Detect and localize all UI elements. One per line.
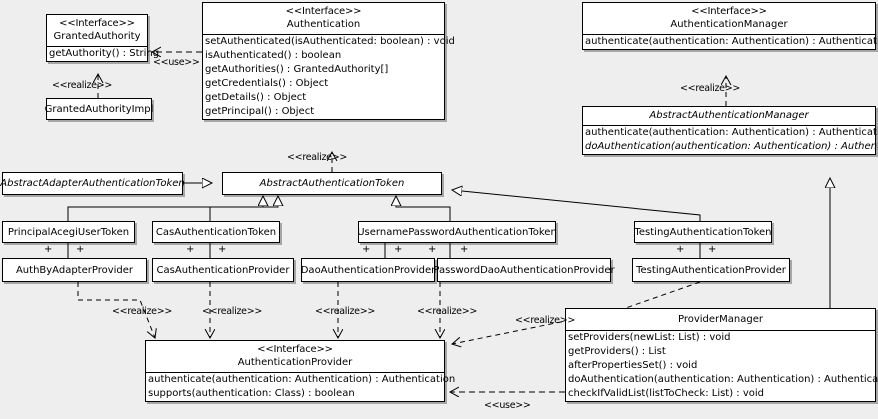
class-password-dao-authentication-provider[interactable]: PasswordDaoAuthenticationProvider: [433, 258, 615, 282]
operation: supports(authentication: Class) : boolea…: [148, 388, 355, 399]
operation: checkIfValidList(listToCheck: List) : vo…: [568, 388, 765, 399]
class-name: CasAuthenticationToken: [155, 226, 277, 238]
class-testing-authentication-provider[interactable]: TestingAuthenticationProvider: [632, 258, 790, 282]
class-principal-acegi-user-token[interactable]: PrincipalAcegiUserToken: [2, 221, 135, 243]
class-abstract-adapter-authentication-token[interactable]: AbstractAdapterAuthenticationToken: [0, 172, 185, 195]
edge-label-realize-authentication-token: <<realize>>: [287, 152, 348, 163]
class-abstract-authentication-manager[interactable]: AbstractAuthenticationManager authentica…: [582, 106, 878, 155]
authentication-provider-operations: authenticate(authentication: Authenticat…: [146, 372, 456, 401]
operation: getPrincipal() : Object: [205, 106, 315, 117]
operation: setProviders(newList: List) : void: [568, 332, 731, 343]
edge-label-use-granted-authority: <<use>>: [153, 57, 200, 68]
assoc-plus: +: [76, 244, 85, 255]
operation: authenticate(authentication: Authenticat…: [148, 374, 456, 385]
class-granted-authority[interactable]: <<Interface>> GrantedAuthority getAuthor…: [46, 14, 160, 62]
class-cas-authentication-token[interactable]: CasAuthenticationToken: [152, 221, 280, 243]
authentication-provider-header: <<Interface>> AuthenticationProvider: [146, 341, 444, 372]
class-name: ProviderManager: [677, 314, 763, 325]
granted-authority-header: <<Interface>> GrantedAuthority: [47, 15, 147, 46]
class-granted-authority-impl[interactable]: GrantedAuthorityImpl: [45, 98, 153, 120]
edge-label-realize-granted-authority-impl: <<realize>>: [52, 80, 113, 91]
operation: authenticate(authentication: Authenticat…: [585, 127, 878, 138]
edge-label-realize-abstract-auth-manager: <<realize>>: [680, 83, 741, 94]
operation: getDetails() : Object: [205, 92, 307, 103]
class-name: AbstractAdapterAuthenticationToken: [0, 178, 185, 189]
stereotype-interface: <<Interface>>: [285, 6, 362, 17]
authentication-manager-header: <<Interface>> AuthenticationManager: [583, 3, 875, 34]
edge-label-use-provider-manager: <<use>>: [484, 400, 531, 411]
edge-label-realize-dao-provider: <<realize>>: [315, 306, 376, 317]
class-name: GrantedAuthority: [53, 31, 141, 42]
assoc-plus: +: [394, 244, 403, 255]
provider-manager-operations: setProviders(newList: List) : void getPr…: [566, 330, 878, 401]
class-name: GrantedAuthorityImpl: [44, 103, 154, 115]
operation: authenticate(authentication: Authenticat…: [585, 36, 878, 47]
edge-label-realize-testing-provider: <<realize>>: [515, 315, 576, 326]
class-authentication-manager[interactable]: <<Interface>> AuthenticationManager auth…: [582, 2, 878, 50]
class-name: AbstractAuthenticationToken: [259, 178, 405, 189]
class-abstract-authentication-token[interactable]: AbstractAuthenticationToken: [222, 172, 442, 195]
assoc-plus: +: [44, 244, 53, 255]
operation-abstract: doAuthentication(authentication: Authent…: [585, 141, 878, 152]
class-name: TestingAuthenticationToken: [634, 226, 772, 238]
class-name: AuthenticationProvider: [237, 357, 353, 368]
edge-label-realize-password-dao-provider: <<realize>>: [417, 306, 478, 317]
operation: doAuthentication(authentication: Authent…: [568, 374, 878, 385]
edge-label-realize-auth-by-adapter: <<realize>>: [112, 306, 173, 317]
provider-manager-header: ProviderManager: [566, 309, 875, 330]
class-authentication[interactable]: <<Interface>> Authentication setAuthenti…: [202, 2, 455, 120]
operation: getAuthorities() : GrantedAuthority[]: [205, 64, 389, 75]
assoc-plus: +: [362, 244, 371, 255]
assoc-plus: +: [428, 244, 437, 255]
authentication-operations: setAuthenticated(isAuthenticated: boolea…: [203, 34, 455, 119]
class-name: TestingAuthenticationProvider: [636, 264, 786, 276]
class-provider-manager[interactable]: ProviderManager setProviders(newList: Li…: [565, 308, 878, 402]
operation: isAuthenticated() : boolean: [205, 50, 342, 61]
class-authentication-provider[interactable]: <<Interface>> AuthenticationProvider aut…: [145, 340, 456, 402]
class-name: AbstractAuthenticationManager: [649, 110, 809, 121]
stereotype-interface: <<Interface>>: [59, 18, 135, 29]
edge-label-realize-cas-provider: <<realize>>: [202, 306, 263, 317]
class-name: Authentication: [286, 19, 361, 30]
operation: afterPropertiesSet() : void: [568, 360, 698, 371]
class-dao-authentication-provider[interactable]: DaoAuthenticationProvider: [301, 258, 435, 282]
granted-authority-operations: getAuthority() : String: [47, 46, 160, 61]
operation: getAuthority() : String: [49, 48, 160, 59]
class-name: CasAuthenticationProvider: [156, 264, 290, 276]
class-name: PrincipalAcegiUserToken: [7, 226, 130, 238]
abstract-authentication-manager-header: AbstractAuthenticationManager: [583, 107, 875, 125]
authentication-manager-operations: authenticate(authentication: Authenticat…: [583, 34, 878, 49]
class-username-password-authentication-token[interactable]: UsernamePasswordAuthenticationToken: [357, 221, 557, 243]
operation: getCredentials() : Object: [205, 78, 329, 89]
assoc-plus: +: [676, 244, 685, 255]
class-name: AuthenticationManager: [670, 19, 788, 30]
class-name: AuthByAdapterProvider: [15, 264, 134, 276]
assoc-plus: +: [186, 244, 195, 255]
class-name: PasswordDaoAuthenticationProvider: [433, 264, 615, 276]
class-testing-authentication-token[interactable]: TestingAuthenticationToken: [634, 221, 772, 243]
authentication-header: <<Interface>> Authentication: [203, 3, 444, 34]
operation: setAuthenticated(isAuthenticated: boolea…: [205, 36, 455, 47]
assoc-plus: +: [218, 244, 227, 255]
abstract-authentication-manager-operations: authenticate(authentication: Authenticat…: [583, 125, 878, 154]
class-auth-by-adapter-provider[interactable]: AuthByAdapterProvider: [2, 258, 147, 282]
class-name: DaoAuthenticationProvider: [300, 264, 436, 276]
class-cas-authentication-provider[interactable]: CasAuthenticationProvider: [152, 258, 294, 282]
stereotype-interface: <<Interface>>: [691, 6, 767, 17]
class-name: UsernamePasswordAuthenticationToken: [357, 226, 557, 238]
assoc-plus: +: [708, 244, 717, 255]
operation: getProviders() : List: [568, 346, 666, 357]
stereotype-interface: <<Interface>>: [257, 344, 333, 355]
assoc-plus: +: [460, 244, 469, 255]
